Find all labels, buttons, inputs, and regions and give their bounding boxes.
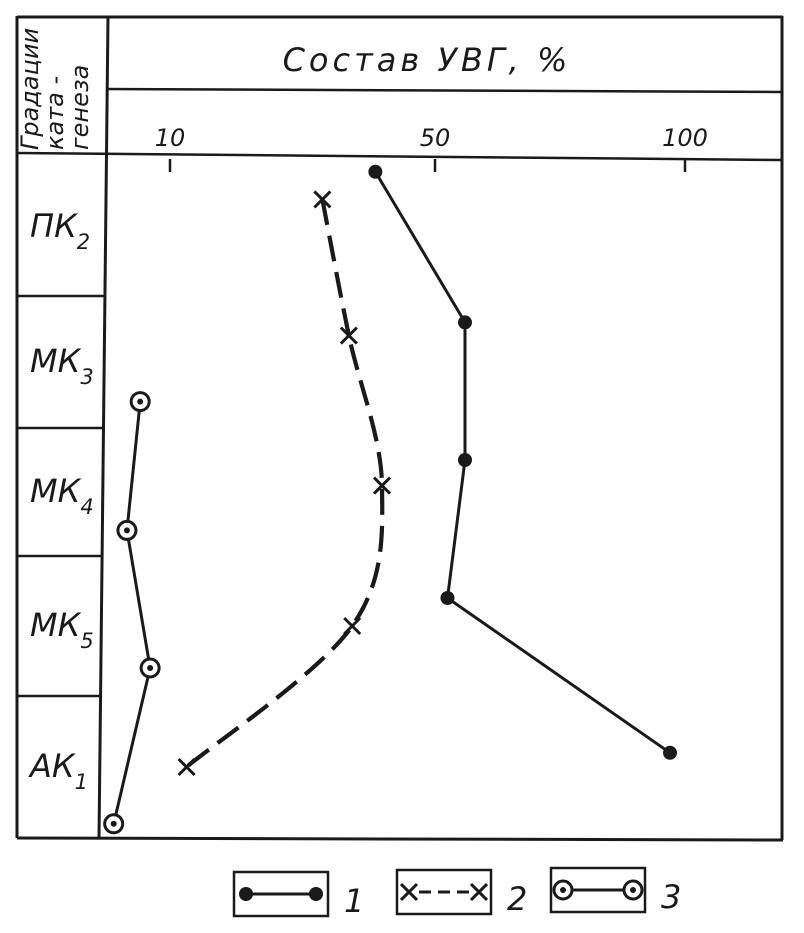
x-tick-label-100: 100	[662, 124, 708, 152]
legend: 1 2 3	[232, 866, 681, 920]
marker-center	[137, 398, 144, 405]
legend-label-1: 1	[344, 882, 364, 920]
row-label-sub: 5	[80, 629, 93, 653]
series-1-point-0	[368, 164, 383, 179]
marker-center	[630, 887, 636, 893]
legend-marker-left	[239, 887, 253, 901]
marker-center	[147, 665, 154, 671]
series-3-line	[112, 401, 152, 825]
series-1-line	[374, 171, 671, 755]
row-label-base: МК	[30, 472, 82, 510]
y-axis-label-line-1: Градации	[16, 28, 44, 150]
legend-item-3: 3	[549, 866, 681, 916]
legend-marker-right	[622, 879, 644, 901]
legend-label-3: 3	[661, 878, 681, 916]
legend-item-1: 1	[232, 870, 364, 920]
legend-swatch-box	[549, 866, 647, 914]
series-3	[103, 391, 161, 835]
frame-bottom	[16, 836, 784, 842]
legend-marker-left	[552, 879, 574, 901]
series-1-point-1	[458, 315, 472, 330]
legend-swatch-box	[395, 868, 493, 916]
row-label-3: МК5	[30, 606, 94, 653]
series-2	[177, 190, 392, 777]
legend-swatch-box	[232, 870, 330, 918]
series-layer	[103, 164, 677, 835]
row-label-base: МК	[30, 342, 82, 380]
row-label-base: АК	[28, 747, 76, 785]
x-axis-ticks: 10 50 100	[155, 124, 708, 172]
series-1-point-4	[663, 745, 677, 760]
row-label-sub: 1	[75, 770, 88, 794]
x-tick-label-10: 10	[155, 124, 186, 152]
legend-marker-right	[469, 882, 489, 902]
series-1-point-2	[458, 453, 472, 467]
legend-marker-left	[399, 882, 419, 902]
series-2-line	[185, 198, 385, 769]
chart-title: Состав УВГ, %	[283, 41, 572, 79]
series-2-point-3	[343, 616, 362, 636]
row-label-sub: 3	[80, 365, 93, 389]
series-2-point-1	[339, 326, 358, 345]
row-label-sub: 2	[77, 230, 90, 254]
row-label-sub: 4	[80, 495, 93, 519]
row-label-4: АК1	[28, 747, 88, 794]
series-3-point-2	[139, 657, 161, 679]
series-2-point-4	[177, 757, 196, 777]
legend-item-2: 2	[395, 868, 527, 918]
x-tick-label-50: 50	[420, 124, 451, 152]
series-1	[368, 164, 677, 760]
y-axis-label-line-2: ката -	[41, 76, 69, 150]
legend-label-2: 2	[507, 880, 527, 918]
row-label-base: МК	[30, 606, 82, 644]
series-3-point-0	[129, 391, 151, 413]
row-label-1: МК3	[30, 342, 94, 389]
series-2-point-0	[313, 190, 332, 209]
title-divider	[107, 87, 783, 94]
marker-center	[110, 820, 117, 827]
series-3-point-1	[116, 519, 138, 541]
series-2-point-2	[372, 476, 392, 495]
marker-center	[560, 887, 566, 893]
marker-center	[123, 527, 130, 534]
series-1-point-3	[440, 591, 455, 605]
row-label-0: ПК2	[30, 207, 90, 254]
header-divider	[16, 151, 783, 162]
y-axis-label-line-3: генеза	[66, 65, 94, 150]
y-axis-label: Градации ката - генеза	[16, 28, 94, 150]
legend-marker-right	[309, 887, 323, 901]
row-label-2: МК4	[30, 472, 94, 519]
row-label-base: ПК	[30, 207, 78, 245]
series-3-point-3	[103, 813, 125, 835]
